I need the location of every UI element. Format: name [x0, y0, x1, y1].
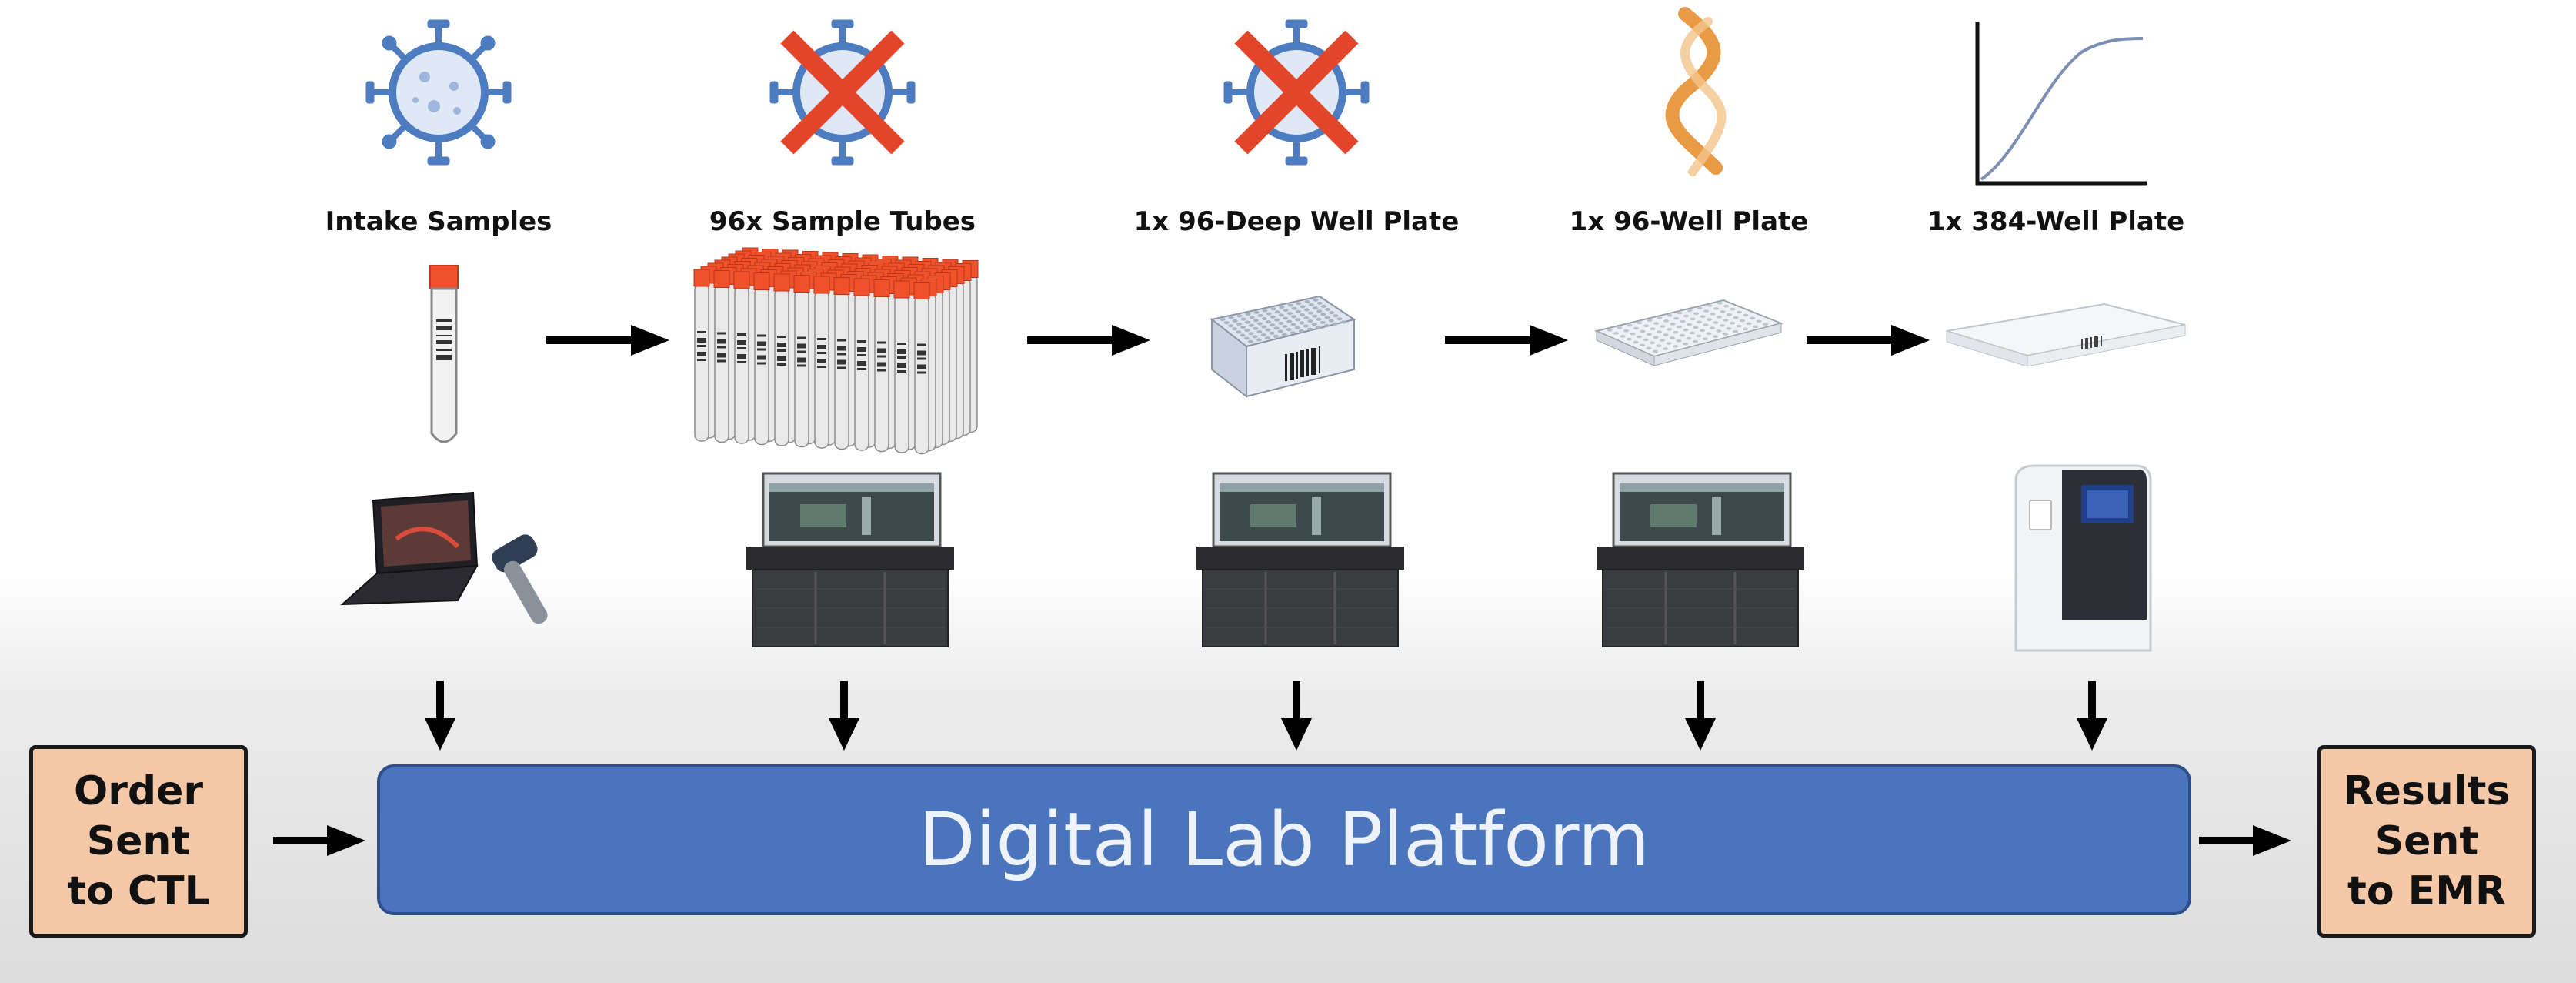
96-well-plate-image — [1593, 299, 1784, 366]
sample-tube-image — [429, 265, 459, 443]
arrow-right-icon — [1027, 325, 1150, 356]
virus-crossed-icon — [1223, 19, 1370, 166]
arrow-right-icon — [1807, 325, 1930, 356]
arrow-down-icon — [425, 681, 455, 751]
amplification-curve-icon — [1975, 22, 2147, 186]
arrow-down-icon — [1685, 681, 1716, 751]
liquid-handler-robot-icon — [1195, 472, 1406, 648]
column-label-384-well-plate: 1x 384-Well Plate — [1927, 206, 2185, 237]
liquid-handler-robot-icon — [1595, 472, 1806, 648]
column-label-96-well-plate: 1x 96-Well Plate — [1569, 206, 1809, 237]
virus-crossed-icon — [769, 19, 916, 166]
arrow-right-icon — [2199, 825, 2291, 856]
sample-tubes-rack-image — [693, 247, 979, 455]
laptop-and-barcode-scanner-image — [340, 491, 548, 624]
arrow-down-icon — [2077, 681, 2107, 751]
digital-lab-platform-bar: Digital Lab Platform — [377, 764, 2191, 915]
column-label-deep-well-plate: 1x 96-Deep Well Plate — [1133, 206, 1460, 237]
deep-well-plate-image — [1210, 295, 1356, 399]
order-sent-box: Order Sent to CTL — [29, 745, 248, 938]
results-sent-box: Results Sent to EMR — [2317, 745, 2536, 938]
arrow-right-icon — [273, 825, 365, 856]
column-label-intake-samples: Intake Samples — [325, 206, 552, 237]
platform-label: Digital Lab Platform — [918, 797, 1650, 883]
arrow-down-icon — [829, 681, 859, 751]
384-well-plate-image — [1946, 303, 2186, 367]
liquid-handler-robot-icon — [745, 472, 956, 648]
virus-icon — [365, 19, 512, 166]
dna-helix-icon — [1665, 7, 1727, 176]
qpcr-instrument-image — [2014, 464, 2152, 652]
arrow-right-icon — [1445, 325, 1568, 356]
column-label-sample-tubes: 96x Sample Tubes — [709, 206, 976, 237]
arrow-right-icon — [546, 325, 669, 356]
arrow-down-icon — [1281, 681, 1312, 751]
